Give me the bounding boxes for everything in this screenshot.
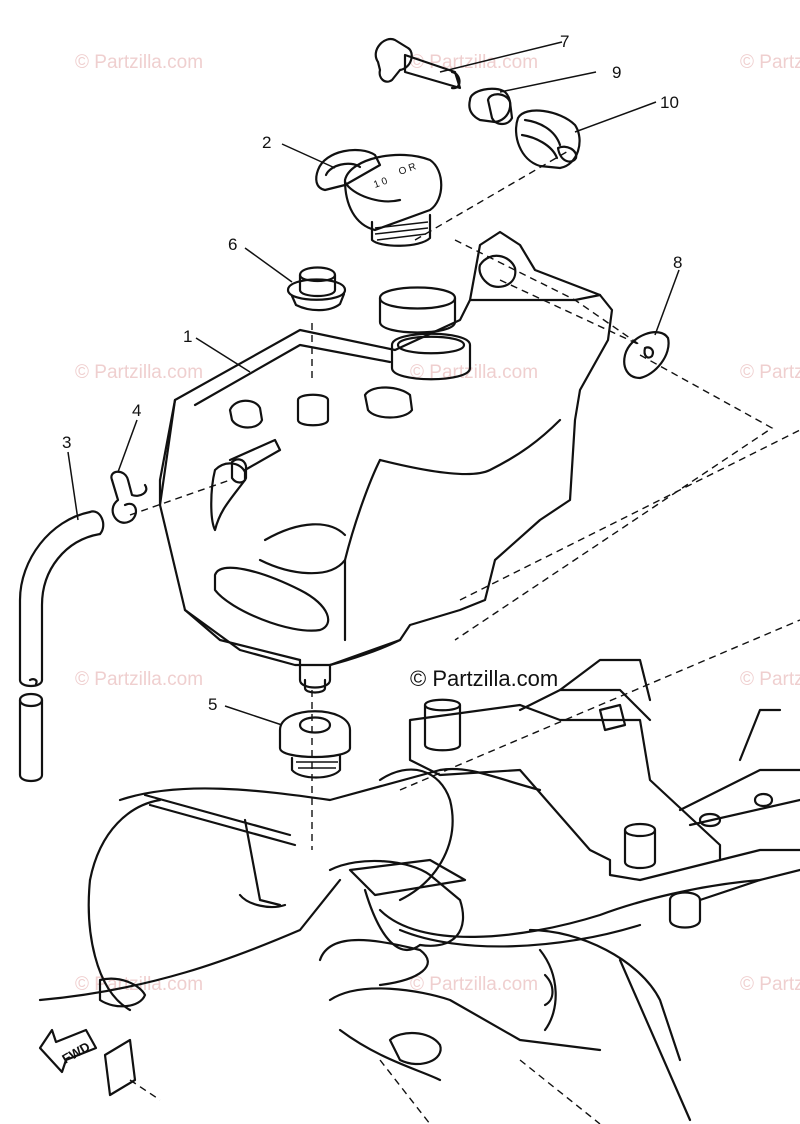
fwd-label: FWD <box>59 1039 92 1067</box>
callout-7: 7 <box>560 32 569 51</box>
bolt-assembly <box>374 37 581 170</box>
watermark: © Partzilla.com <box>75 52 203 73</box>
fuel-tank <box>158 230 614 694</box>
watermark: © Partzilla.com <box>75 669 203 690</box>
fwd-arrow: FWD <box>38 1028 161 1101</box>
callout-5: 5 <box>208 695 217 714</box>
svg-text:O R: O R <box>397 161 417 177</box>
leader-lines <box>67 41 680 726</box>
rubber-mount <box>278 710 352 779</box>
callout-6: 6 <box>228 235 237 254</box>
watermark: © Partzilla.com <box>410 974 538 995</box>
watermarks: © Partzilla.com © Partzilla.com © Partzi… <box>75 52 800 995</box>
watermark: © Partzilla.com <box>75 362 203 383</box>
callout-4: 4 <box>132 401 141 420</box>
callout-3: 3 <box>62 433 71 452</box>
callout-8: 8 <box>673 253 682 272</box>
callout-1: 1 <box>183 327 192 346</box>
fuel-cap: 1 0 O R <box>315 148 443 247</box>
callout-10: 10 <box>660 93 679 112</box>
brand-label: © Partzilla.com <box>410 666 558 691</box>
callout-2: 2 <box>262 133 271 152</box>
washer <box>623 331 670 380</box>
clip <box>110 470 148 524</box>
watermark: © Partzilla.com <box>740 974 800 995</box>
frame-drawing <box>38 658 800 1124</box>
watermark: © Partzilla.com <box>740 669 800 690</box>
watermark: © Partzilla.com <box>740 362 800 383</box>
watermark: © Partzilla.com <box>410 362 538 383</box>
watermark: © Partzilla.com <box>740 52 800 73</box>
hose <box>18 510 105 783</box>
grommet <box>286 266 347 312</box>
callout-9: 9 <box>612 63 621 82</box>
callouts: 7 9 10 2 6 8 1 4 3 5 <box>62 32 682 714</box>
svg-text:1 0: 1 0 <box>372 176 389 191</box>
